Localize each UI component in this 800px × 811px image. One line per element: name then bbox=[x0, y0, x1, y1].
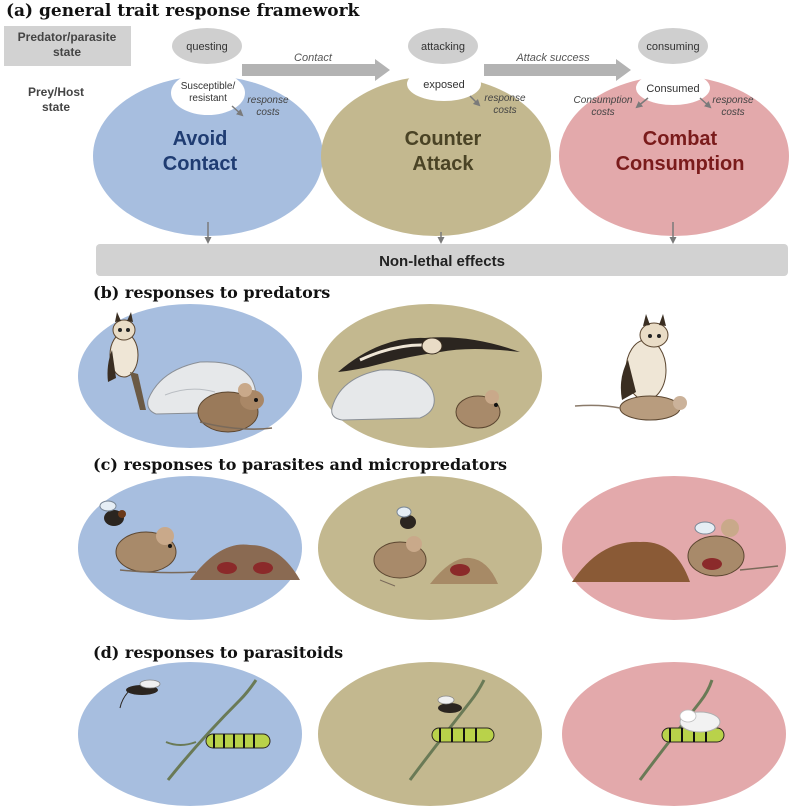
panel-b-title: (b) responses to predators bbox=[93, 283, 330, 302]
consumption-cost-arrow bbox=[635, 97, 649, 109]
consumed-oval bbox=[636, 71, 710, 105]
botfly-icon bbox=[99, 500, 126, 526]
wasp-icon bbox=[119, 679, 161, 709]
contact-arrow bbox=[242, 59, 390, 81]
attack-success-label: Attack success bbox=[515, 52, 590, 64]
burrow-mound-icon bbox=[190, 544, 300, 580]
avoid-contact-oval bbox=[93, 76, 323, 236]
mouse-caught-icon bbox=[574, 395, 687, 421]
susceptible-label: Susceptible/resistant bbox=[181, 81, 236, 104]
parasite-counter-oval bbox=[318, 476, 542, 620]
mouse-c3-icon bbox=[687, 519, 779, 577]
non-lethal-effects-label: Non-lethal effects bbox=[379, 253, 505, 270]
avoid-response-cost-arrow bbox=[231, 105, 244, 117]
consuming-label: consuming bbox=[646, 41, 699, 53]
parasitoid-avoid-oval bbox=[78, 662, 302, 806]
attacking-label: attacking bbox=[421, 41, 465, 53]
questing-label: questing bbox=[186, 41, 228, 53]
susceptible-oval bbox=[171, 71, 245, 115]
milkweed-stem-icon-3 bbox=[638, 679, 714, 781]
milkweed-stem-icon bbox=[165, 679, 258, 781]
burrow-mound-icon-3 bbox=[572, 541, 690, 582]
panel-d-title: (d) responses to parasitoids bbox=[93, 643, 343, 662]
attacking-oval bbox=[408, 28, 478, 64]
exposed-label: exposed bbox=[423, 79, 465, 91]
rock-icon-2 bbox=[331, 369, 435, 421]
botfly-counter-icon bbox=[396, 506, 416, 529]
owl-flying-icon bbox=[338, 337, 520, 372]
contact-label: Contact bbox=[294, 52, 333, 64]
burrow-mound-icon-2 bbox=[430, 557, 498, 584]
mouse-c2-icon bbox=[373, 536, 427, 587]
consumed-label: Consumed bbox=[646, 83, 699, 95]
predator-counter-oval bbox=[318, 304, 542, 448]
cocoon-cluster-icon bbox=[679, 709, 721, 733]
owl-consuming-icon bbox=[620, 314, 669, 401]
mouse-exposed-icon bbox=[455, 390, 501, 429]
panel-a-title: (a) general trait response framework bbox=[6, 1, 361, 21]
questing-oval bbox=[172, 28, 242, 64]
wasp-attacking-icon bbox=[437, 695, 462, 713]
predator-state-box bbox=[4, 26, 131, 66]
parasite-avoid-oval bbox=[78, 476, 302, 620]
counter-attack-oval bbox=[321, 76, 551, 236]
consuming-oval bbox=[638, 28, 708, 64]
exposed-oval bbox=[407, 67, 481, 101]
mouse-c1-icon bbox=[115, 527, 197, 574]
non-lethal-effects-bar bbox=[96, 244, 788, 276]
caterpillar-icon-2 bbox=[431, 727, 495, 743]
panel-c-title: (c) responses to parasites and micropred… bbox=[93, 455, 507, 474]
parasitoid-counter-oval bbox=[318, 662, 542, 806]
owl-perched-icon bbox=[107, 312, 146, 410]
caterpillar-icon bbox=[205, 733, 271, 749]
counter-response-cost-arrow bbox=[469, 95, 481, 107]
combat-consumption-oval bbox=[559, 76, 789, 236]
combat-response-cost-arrow bbox=[699, 97, 712, 109]
parasite-combat-oval bbox=[562, 476, 786, 620]
milkweed-stem-icon-2 bbox=[408, 679, 486, 781]
mouse-hiding-icon bbox=[197, 383, 273, 433]
attack-success-arrow bbox=[484, 59, 631, 81]
